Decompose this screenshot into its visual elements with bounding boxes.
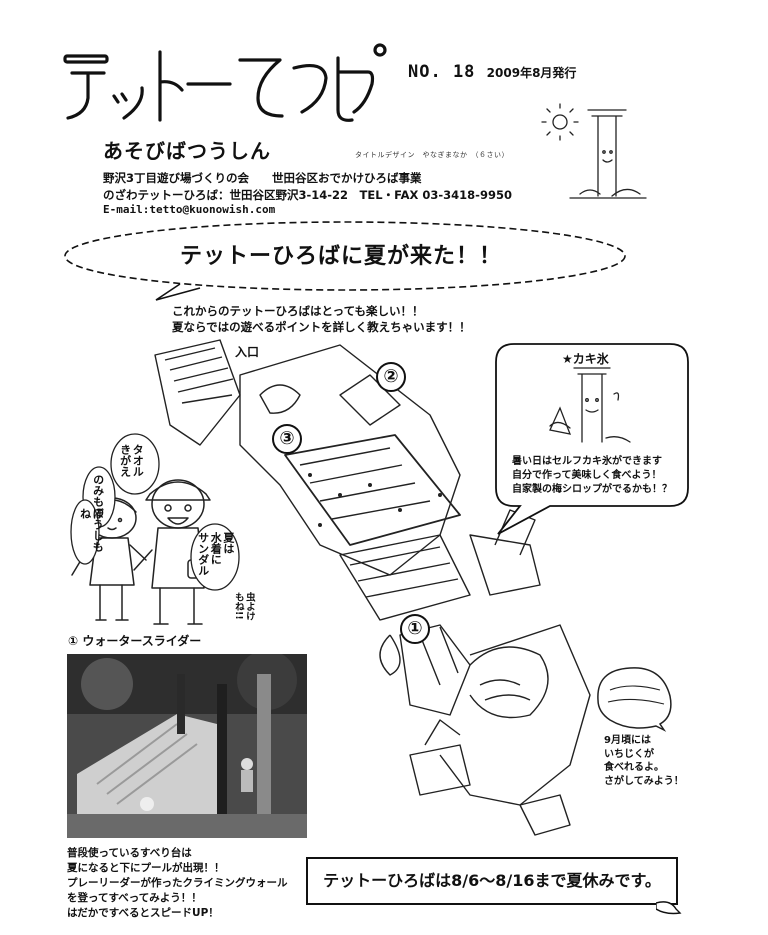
playground-map-illustration (154, 339, 591, 836)
fig-line-1: 9月頃には (604, 735, 651, 746)
towel-speech-bubble (110, 433, 160, 495)
lead-line-2: 夏ならではの遊べるポイントを詳しく教えちゃいます！！ (172, 320, 471, 334)
sandal-speech-bubble (190, 523, 240, 591)
email-line: E-mail:tetto@kuonowish.com (103, 203, 276, 216)
water-slider-caption-4: を登ってすべってみよう！！ (67, 892, 202, 904)
hat-speech: ぼうしもね (78, 508, 105, 552)
headline: テットーひろばに夏が来た！！ (180, 244, 503, 269)
water-slider-photo (67, 654, 307, 838)
water-slider-caption-1: 普段使っているすべり台は (67, 847, 192, 859)
kakigori-line-2: 自分で作って美味しく食べよう！ (512, 470, 662, 481)
newsletter-subtitle: あそびばつうしん (103, 139, 271, 163)
organization-line: 野沢3丁目遊び場づくりの会 世田谷区おでかけひろば事業 (103, 171, 422, 185)
kakigori-title: ★カキ氷 (562, 352, 609, 366)
map-marker-1: ① (400, 614, 430, 644)
issue-date: 2009年8月発行 (486, 66, 577, 80)
kakigori-box (495, 343, 689, 535)
map-marker-3: ③ (272, 424, 302, 454)
kakigori-line-3: 自家製の梅シロップがでるかも！？ (512, 484, 672, 495)
sandal-speech: 夏は 水着に サンダル (196, 532, 235, 576)
tower-sketch (541, 103, 647, 199)
drink-speech: のみもの (91, 474, 105, 518)
fig-note: 9月頃には いちじくが 食べれるよ。 さがしてみよう！ (604, 734, 684, 788)
issue-number: NO. 18 2009年8月発行 (408, 62, 577, 82)
headline-balloon (64, 221, 626, 301)
fig-line-3: 食べれるよ。 (604, 762, 664, 773)
water-slider-caption-5: はだかですべるとスピードUP！ (67, 907, 219, 919)
hat-speech-bubble (70, 499, 100, 565)
bug-spray-speech: 虫よけ もね!! (232, 592, 255, 621)
water-slider-caption-2: 夏になると下にプールが出現！！ (67, 862, 225, 874)
address-line: のざわテットーひろば：世田谷区野沢3-14-22 TEL・FAX 03-3418… (103, 188, 512, 202)
towel-speech: タオル きがえ (118, 444, 145, 477)
kakigori-line-1: 暑い日はセルフカキ氷ができます (512, 456, 662, 467)
fig-line-4: さがしてみよう！ (604, 775, 684, 787)
fig-line-2: いちじくが (604, 748, 654, 760)
map-marker-2: ② (376, 362, 406, 392)
fig-illustration (597, 667, 672, 732)
title-design-credit: タイトルデザイン やなぎまなか （６さい） (355, 151, 509, 159)
map-entrance-label: 入口 (235, 345, 260, 359)
summer-holiday-notice: テットーひろばは8/6～8/16まで夏休みです。 (306, 857, 678, 905)
notice-curl (656, 901, 682, 915)
masthead-logo (63, 43, 387, 122)
water-slider-title: ① ウォータースライダー (68, 634, 202, 648)
water-slider-caption-3: プレーリーダーが作ったクライミングウォール (67, 877, 288, 889)
lead-line-1: これからのテットーひろばはとっても楽しい！！ (172, 304, 424, 318)
